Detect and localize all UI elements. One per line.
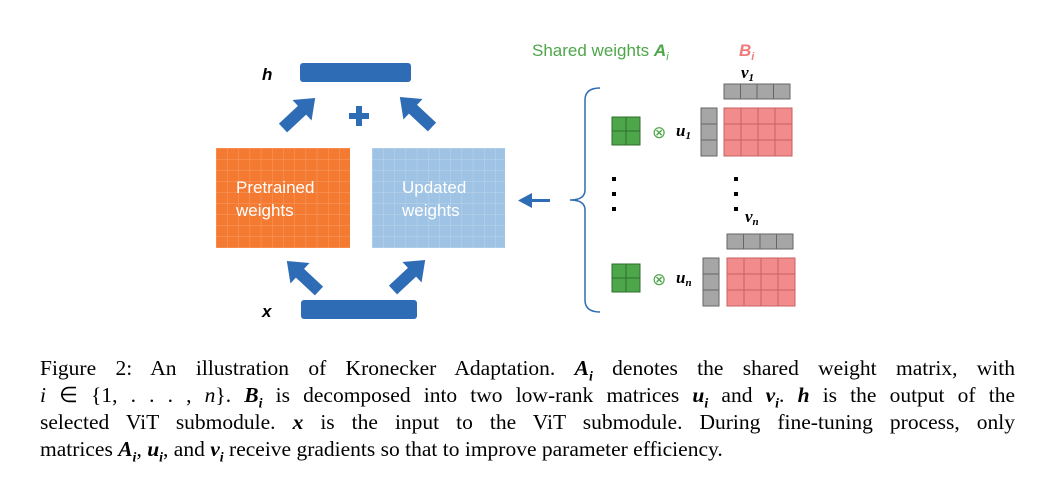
shared-weights-label: Shared weights Ai [532, 41, 669, 63]
pretrained-weights-matrix [216, 148, 350, 248]
figure-caption: Figure 2: An illustration of Kronecker A… [40, 355, 1016, 466]
b-matrix-label: Bi [739, 41, 755, 63]
u1-label: u1 [676, 121, 691, 142]
arrow-updated-to-h-icon [399, 96, 437, 132]
output-h-bar [300, 63, 411, 82]
vn-label: vn [745, 207, 759, 228]
caption-line-3: selected ViT submodule. x is the input t… [40, 410, 1016, 434]
output-h-label: h [262, 65, 272, 84]
updated-label-line2: weights [401, 201, 460, 220]
u1-vector [700, 107, 718, 157]
kronecker-product-icon-1: ⊗ [652, 123, 666, 143]
v1-label: v1 [741, 63, 754, 84]
arrow-x-to-updated-icon [388, 259, 426, 295]
ellipsis-left-icon [612, 177, 616, 211]
plus-icon [349, 106, 369, 126]
caption-line-1: Figure 2: An illustration of Kronecker A… [40, 356, 1015, 385]
kronecker-product-icon-n: ⊗ [652, 270, 666, 290]
bn-matrix [726, 257, 796, 307]
b1-matrix [723, 107, 793, 157]
an-matrix [611, 263, 641, 293]
input-x-bar [301, 300, 417, 319]
input-x-label: x [261, 302, 273, 321]
pretrained-label-line2: weights [235, 201, 294, 220]
updated-weights-matrix [372, 148, 505, 248]
arrow-x-to-pretrained-icon [286, 260, 324, 296]
a1-matrix [611, 116, 641, 146]
caption-line-2: i ∈ {1, . . . , n}. Bi is decomposed int… [40, 383, 1015, 412]
vn-vector [726, 233, 794, 250]
arrow-kronecker-to-updated-icon [518, 193, 550, 208]
un-label: un [676, 268, 692, 289]
kronecker-adaptation-diagram: h Pretrained weights Updated weights x S… [216, 41, 796, 321]
arrow-pretrained-to-h-icon [278, 97, 316, 133]
curly-brace [569, 87, 601, 313]
updated-label-line1: Updated [402, 178, 466, 197]
caption-line-4: matrices Ai, ui, and vi receive gradient… [40, 437, 723, 466]
un-vector [702, 257, 720, 307]
pretrained-label-line1: Pretrained [236, 178, 314, 197]
v1-vector [723, 83, 791, 100]
ellipsis-right-icon [734, 177, 738, 211]
